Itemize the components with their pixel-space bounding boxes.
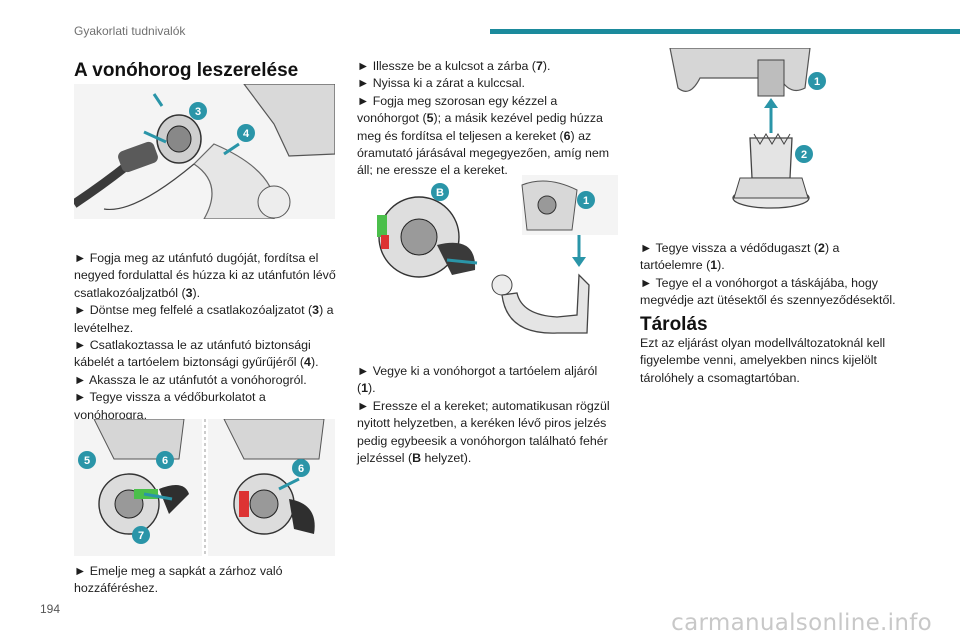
callout-badge: 4 bbox=[237, 124, 255, 142]
illustration-lock-cap: 5 6 7 6 bbox=[74, 419, 335, 556]
illustration-protective-plug: 1 2 bbox=[640, 48, 901, 228]
callout-badge: B bbox=[431, 183, 449, 201]
step-text: ► Fogja meg az utánfutó dugóját, fordíts… bbox=[74, 251, 336, 300]
svg-text:6: 6 bbox=[162, 455, 168, 467]
section-title-storage: Tárolás bbox=[640, 314, 708, 335]
svg-text:6: 6 bbox=[298, 463, 304, 475]
steps-unlock: ► Illessze be a kulcsot a zárba (7). ► N… bbox=[357, 58, 619, 180]
step-text: ► Tegye vissza a védőburkolatot a vonóho… bbox=[74, 390, 266, 422]
callout-badge: 2 bbox=[795, 145, 813, 163]
svg-text:7: 7 bbox=[138, 530, 144, 542]
svg-text:3: 3 bbox=[195, 106, 201, 118]
callout-badge: 7 bbox=[132, 526, 150, 544]
step-text: ► Illessze be a kulcsot a zárba (7). bbox=[357, 59, 551, 73]
callout-badge: 3 bbox=[189, 102, 207, 120]
steps-store: ► Tegye vissza a védődugaszt (2) a tartó… bbox=[640, 240, 902, 310]
watermark: carmanualsonline.info bbox=[671, 610, 932, 636]
svg-text:1: 1 bbox=[583, 195, 589, 207]
callout-badge: 6 bbox=[156, 451, 174, 469]
step-text: ► Nyissa ki a zárat a kulccsal. bbox=[357, 76, 525, 91]
steps-unplug: ► Fogja meg az utánfutó dugóját, fordíts… bbox=[74, 250, 336, 424]
running-header: Gyakorlati tudnivalók bbox=[74, 24, 186, 38]
svg-text:1: 1 bbox=[814, 76, 820, 88]
callout-badge: 5 bbox=[78, 451, 96, 469]
svg-text:B: B bbox=[436, 187, 444, 199]
svg-text:2: 2 bbox=[801, 149, 807, 161]
illustration-remove-towball: B 1 bbox=[357, 175, 618, 350]
header-accent-bar bbox=[490, 29, 960, 34]
step-text: ► Döntse meg felfelé a csatlakozóaljzato… bbox=[74, 303, 334, 335]
callout-badge: 6 bbox=[292, 459, 310, 477]
steps-lift-cap: ► Emelje meg a sapkát a zárhoz való hozz… bbox=[74, 563, 336, 598]
section-title-removal: A vonóhorog leszerelése bbox=[74, 60, 299, 81]
step-text: ► Csatlakoztassa le az utánfutó biztonsá… bbox=[74, 338, 319, 370]
step-text: ► Emelje meg a sapkát a zárhoz való hozz… bbox=[74, 564, 283, 596]
steps-release-wheel: ► Vegye ki a vonóhorgot a tartóelem aljá… bbox=[357, 363, 619, 467]
svg-text:5: 5 bbox=[84, 455, 90, 467]
illustration-unplug-socket: 3 4 bbox=[74, 84, 335, 219]
step-text: ► Tegye vissza a védődugaszt (2) a tartó… bbox=[640, 241, 840, 273]
step-text: ► Eressze el a kereket; automatikusan rö… bbox=[357, 398, 610, 466]
svg-text:4: 4 bbox=[243, 128, 250, 140]
step-text: ► Tegye el a vonóhorgot a táskájába, hog… bbox=[640, 275, 896, 308]
page-number: 194 bbox=[40, 602, 61, 616]
step-text: ► Fogja meg szorosan egy kézzel a vonóho… bbox=[357, 93, 610, 178]
callout-badge: 1 bbox=[577, 191, 595, 209]
step-text: ► Akassza le az utánfutót a vonóhorogról… bbox=[74, 372, 307, 387]
storage-text: Ezt az eljárást olyan modellváltozatokná… bbox=[640, 336, 886, 385]
callout-badge: 1 bbox=[808, 72, 826, 90]
step-text: ► Vegye ki a vonóhorgot a tartóelem aljá… bbox=[357, 364, 598, 396]
